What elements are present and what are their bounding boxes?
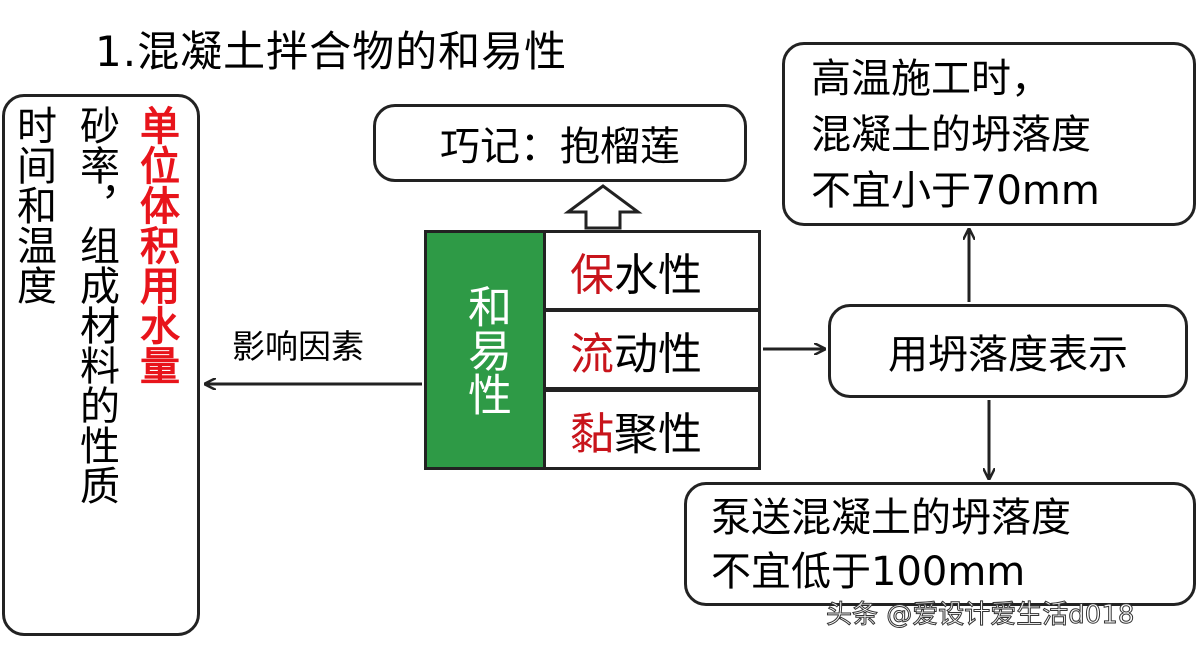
property-first-char: 黏 xyxy=(570,408,614,460)
property-fluidity: 流动性 xyxy=(543,309,761,390)
hot-weather-box: 高温施工时， 混凝土的坍落度 不宜小于70mm xyxy=(782,42,1196,226)
workability-label: 和易性 xyxy=(460,284,511,416)
pump-line1: 泵送混凝土的坍落度 xyxy=(711,495,1071,541)
influence-label: 影响因素 xyxy=(232,327,364,366)
factors-box: 时间和温度 砂率，组成材料的性质 单位体积用水量 xyxy=(2,94,200,636)
hot-weather-line3: 不宜小于70mm xyxy=(811,168,1100,214)
arrow-to-mnemonic xyxy=(563,184,643,230)
property-cohesion: 黏聚性 xyxy=(543,389,761,470)
property-rest: 聚性 xyxy=(614,408,702,460)
watermark: 头条 @爱设计爱生活d018 xyxy=(825,600,1135,631)
diagram-title: 1.混凝土拌合物的和易性 xyxy=(95,27,568,76)
pump-line2: 不宜低于100mm xyxy=(711,549,1026,595)
property-first-char: 保 xyxy=(570,249,614,301)
slump-box: 用坍落度表示 xyxy=(828,304,1188,398)
factor-time-temperature: 时间和温度 xyxy=(10,105,56,305)
property-first-char: 流 xyxy=(570,328,614,380)
property-rest: 动性 xyxy=(614,328,702,380)
factor-sand-ratio: 砂率，组成材料的性质 xyxy=(73,105,119,505)
property-rest: 水性 xyxy=(614,249,702,301)
mnemonic-box: 巧记：抱榴莲 xyxy=(373,104,747,182)
hot-weather-line2: 混凝土的坍落度 xyxy=(811,112,1091,158)
hot-weather-line1: 高温施工时， xyxy=(811,56,1051,102)
factor-water-content: 单位体积用水量 xyxy=(133,105,179,385)
pump-box: 泵送混凝土的坍落度 不宜低于100mm xyxy=(684,482,1196,606)
